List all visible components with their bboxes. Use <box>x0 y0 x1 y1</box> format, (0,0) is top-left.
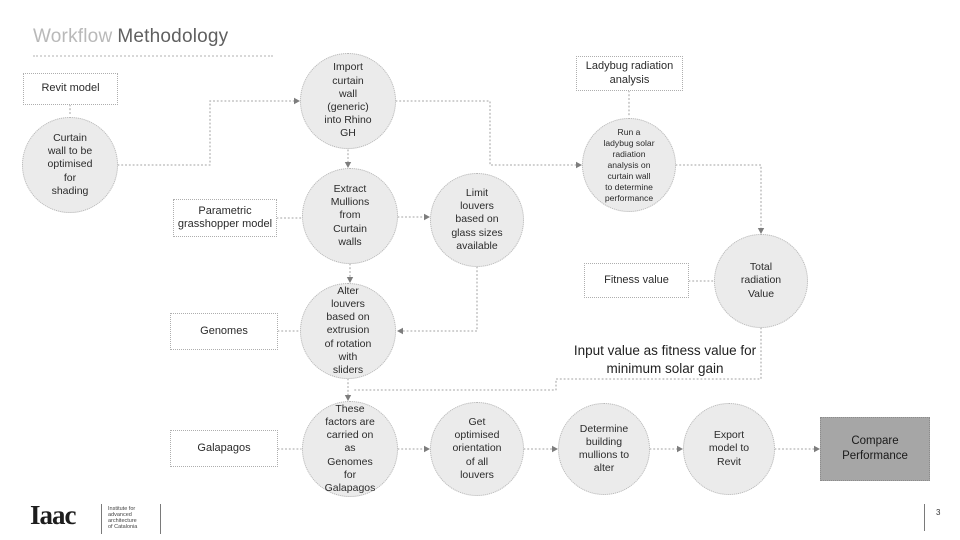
logo-divider <box>101 504 102 534</box>
title-underline <box>33 55 273 57</box>
label-box-genomes: Genomes <box>170 313 278 350</box>
node-label: Total radiation Value <box>740 261 782 300</box>
node-import-curtain-wall: Import curtain wall (generic) into Rhino… <box>300 53 396 149</box>
node-total-radiation-value: Total radiation Value <box>714 234 808 328</box>
node-label: Determine building mullions to alter <box>578 422 630 475</box>
node-determine-mullions: Determine building mullions to alter <box>558 403 650 495</box>
node-get-optimised-orientation: Get optimised orientation of all louvers <box>430 402 524 496</box>
node-alter-louvers: Alter louvers based on extrusion of rota… <box>300 283 396 379</box>
title-light-part: Workflow <box>33 26 113 47</box>
node-compare-performance: Compare Performance <box>820 417 930 481</box>
node-label: These factors are carried on as Genomes … <box>324 402 376 494</box>
node-label: Curtain wall to be optimised for shading <box>47 131 93 197</box>
node-label: Extract Mullions from Curtain walls <box>330 182 370 248</box>
iaac-logo: Iaac <box>30 500 76 530</box>
label-box-ladybug-radiation-analysis: Ladybug radiation analysis <box>576 56 683 91</box>
node-export-to-revit: Export model to Revit <box>683 403 775 495</box>
page-number-divider <box>924 504 925 531</box>
node-limit-louvers: Limit louvers based on glass sizes avail… <box>430 173 524 267</box>
label-box-galapagos: Galapagos <box>170 430 278 467</box>
node-curtain-wall-to-optimise: Curtain wall to be optimised for shading <box>22 117 118 213</box>
label-box-parametric-grasshopper-model: Parametric grasshopper model <box>173 199 277 237</box>
iaac-logo-subtext: Institute for advanced architecture of C… <box>108 506 138 530</box>
node-label: Export model to Revit <box>708 429 750 468</box>
node-label: Alter louvers based on extrusion of rota… <box>324 284 372 376</box>
node-factors-as-genomes: These factors are carried on as Genomes … <box>302 401 398 497</box>
node-extract-mullions: Extract Mullions from Curtain walls <box>302 168 398 264</box>
label-box-revit-model: Revit model <box>23 73 118 105</box>
footer-divider <box>160 504 161 534</box>
node-label: Get optimised orientation of all louvers <box>452 415 502 481</box>
page-number: 3 <box>936 508 941 517</box>
label-box-fitness-value: Fitness value <box>584 263 689 298</box>
node-run-ladybug-analysis: Run a ladybug solar radiation analysis o… <box>582 118 676 212</box>
title-dark-part: Methodology <box>117 26 229 47</box>
node-label: Run a ladybug solar radiation analysis o… <box>603 126 655 203</box>
node-label: Limit louvers based on glass sizes avail… <box>451 186 503 252</box>
node-label: Import curtain wall (generic) into Rhino… <box>324 61 372 140</box>
fitness-annotation: Input value as fitness value for minimum… <box>573 343 757 376</box>
